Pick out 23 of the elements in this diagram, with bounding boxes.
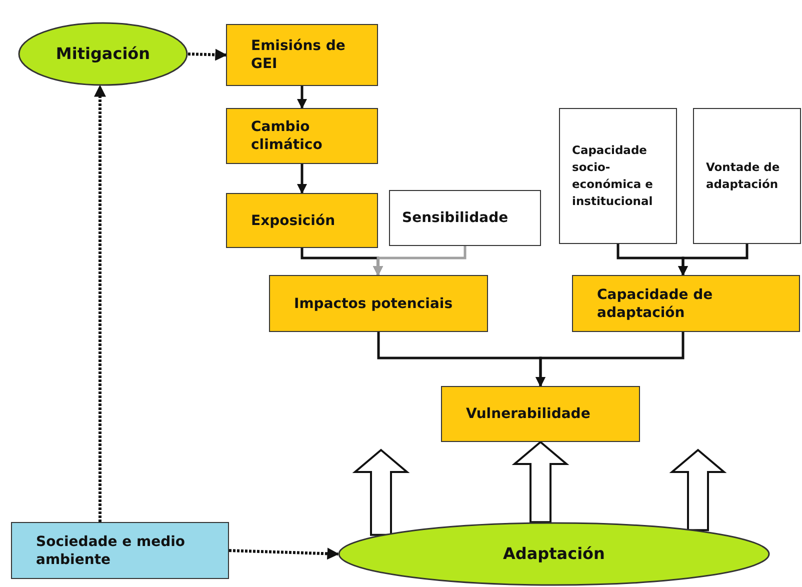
- process-box: Vulnerabilidade: [441, 386, 640, 442]
- dotted-arrow: [188, 48, 228, 61]
- process-box: Capacidade de adaptación: [572, 275, 800, 332]
- process-box: Sensibilidade: [389, 190, 541, 246]
- arrow: [678, 244, 748, 276]
- process-box: Impactos potenciais: [269, 275, 488, 332]
- process-box: Capacidade socio-económica e institucional: [559, 108, 677, 244]
- process-box: Vontade de adaptación: [693, 108, 801, 244]
- dotted-arrow: [94, 84, 106, 522]
- process-box: Emisións de GEI: [226, 24, 378, 86]
- block-arrow: [352, 448, 410, 536]
- arrow: [297, 164, 307, 194]
- process-box: Exposición: [226, 193, 378, 248]
- block-arrow: [512, 440, 570, 524]
- ellipse-label: Mitigación: [56, 45, 150, 63]
- arrow: [373, 246, 466, 276]
- block-arrow: [669, 448, 727, 532]
- arrow: [536, 332, 684, 387]
- process-box: Sociedade e medio ambiente: [11, 522, 229, 579]
- ellipse-label: Adaptación: [503, 545, 605, 563]
- arrow: [297, 86, 307, 109]
- dotted-arrow: [228, 548, 340, 560]
- process-box: Cambio climático: [226, 108, 378, 164]
